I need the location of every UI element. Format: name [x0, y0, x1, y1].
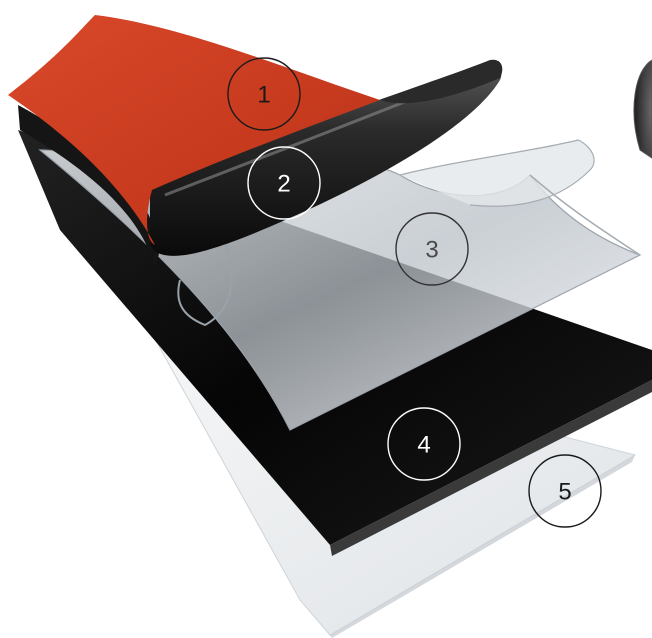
- callout-layer-4: 4: [387, 407, 461, 481]
- callout-circle: [387, 407, 461, 481]
- callout-number: 5: [558, 479, 571, 506]
- callout-circle: [247, 146, 321, 220]
- callout-circle: [395, 212, 469, 286]
- callout-layer-5: 5: [528, 454, 602, 528]
- callout-circle: [528, 454, 602, 528]
- callout-number: 4: [417, 432, 430, 459]
- callout-layer-2: 2: [247, 146, 321, 220]
- layer-4-edge: [330, 380, 652, 556]
- callout-circle: [227, 57, 301, 131]
- layer-2-sheet: [18, 105, 160, 268]
- layer-3-right-edge: [529, 174, 641, 256]
- callout-layer-3: 3: [395, 212, 469, 286]
- layer-2-roll: [150, 63, 502, 256]
- layer-3-back-curl: [399, 139, 595, 207]
- callout-number: 1: [257, 82, 270, 109]
- callout-layer-1: 1: [227, 57, 301, 131]
- layer-1-roll-edge: [380, 59, 503, 104]
- tape-roll-fragment: [633, 59, 652, 159]
- layer-1-sheet: [8, 15, 380, 245]
- callout-number: 3: [425, 237, 438, 264]
- callout-number: 2: [277, 171, 290, 198]
